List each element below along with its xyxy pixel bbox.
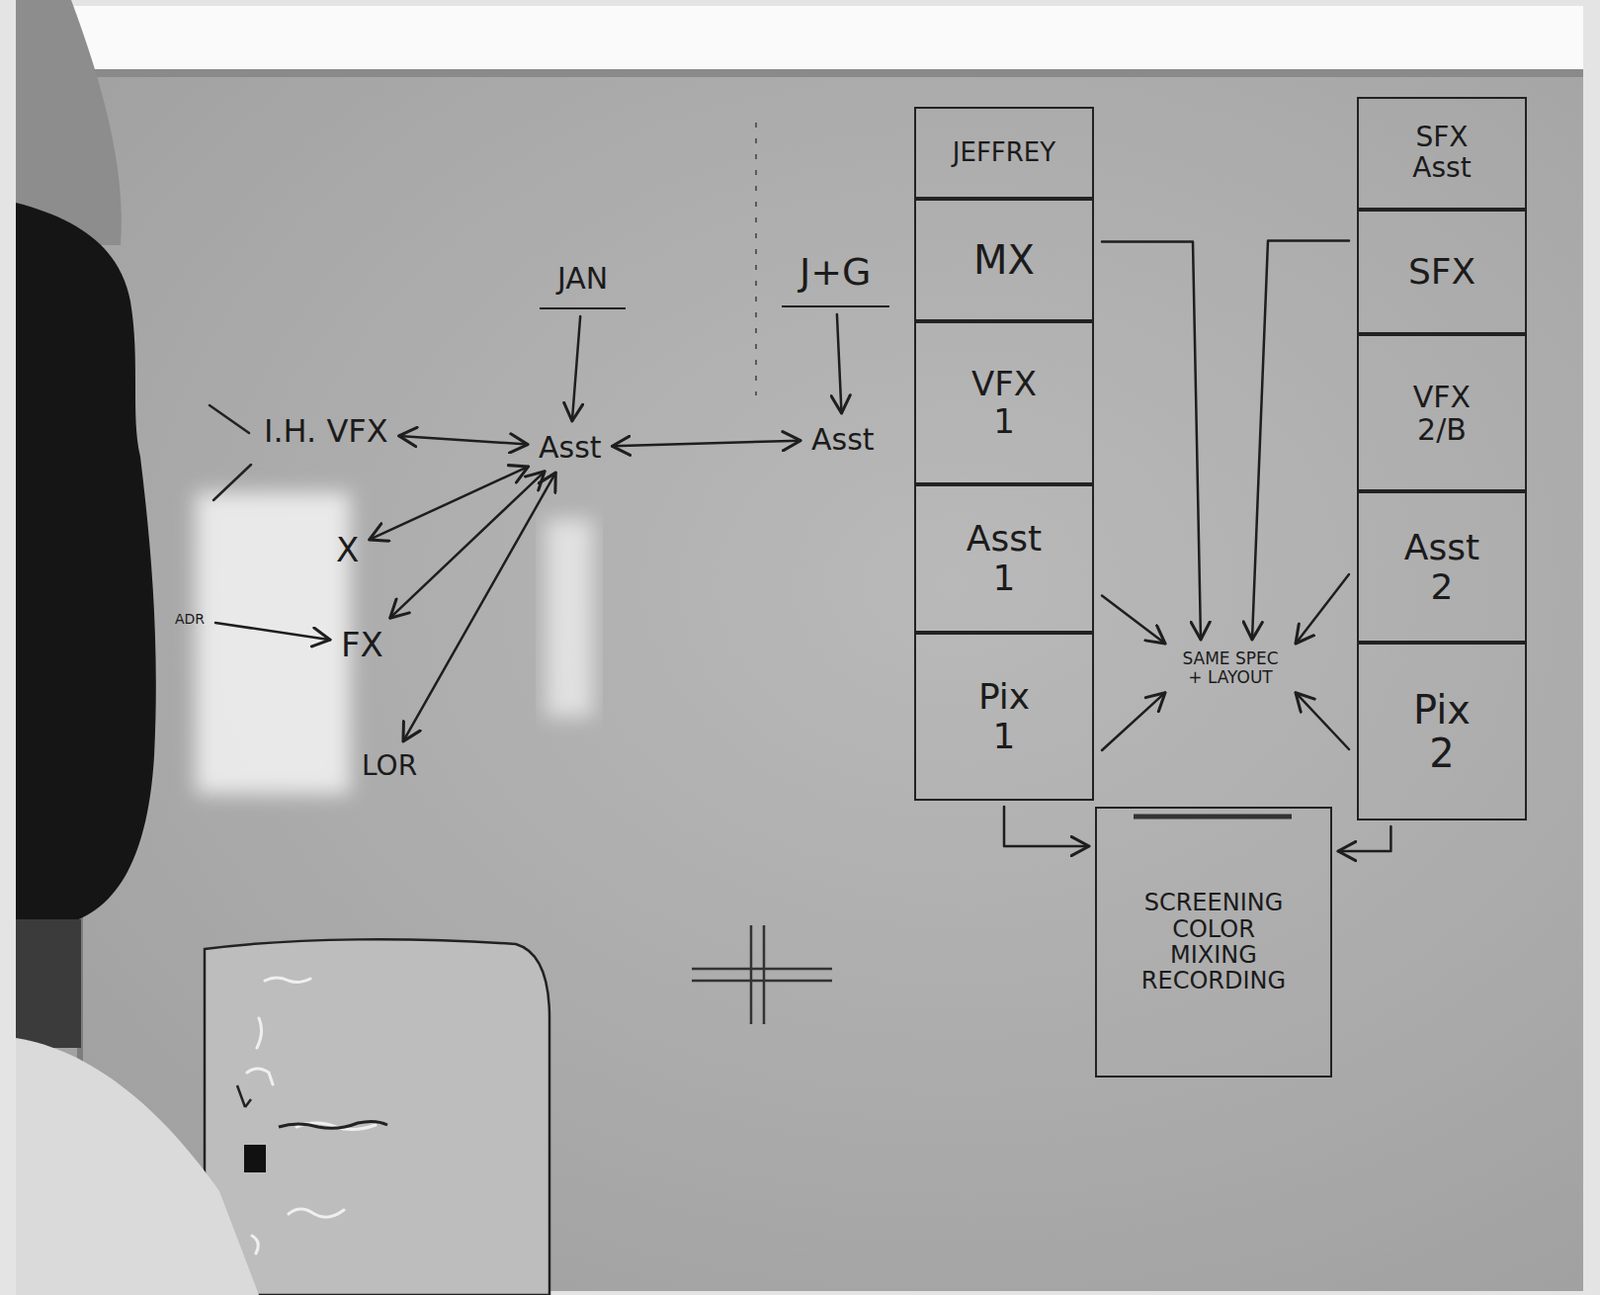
- process-box: Asst 2: [1356, 491, 1527, 643]
- connector-arrow: [403, 472, 556, 742]
- output-box: SCREENING COLOR MIXING RECORDING: [1094, 806, 1333, 1078]
- note-scribble: [278, 1120, 388, 1128]
- process-box: SFX Asst: [1356, 96, 1527, 210]
- connector-arrow: [1101, 595, 1166, 645]
- role-label: LOR: [357, 747, 422, 784]
- bracket-stroke: [209, 405, 252, 501]
- role-label: X: [332, 527, 363, 572]
- node-label: Asst 1: [966, 518, 1042, 597]
- node-label: I.H. VFX: [263, 414, 389, 449]
- node-label: SFX: [1408, 252, 1476, 292]
- role-label: J+G: [781, 250, 890, 308]
- role-label: Asst: [807, 420, 879, 459]
- role-label: Asst: [534, 427, 606, 467]
- rule-line: [1133, 814, 1292, 820]
- node-label: ADR: [174, 611, 205, 627]
- node-label: SCREENING COLOR MIXING RECORDING: [1141, 889, 1286, 995]
- process-box: SFX: [1356, 209, 1527, 335]
- connector-arrow: [572, 316, 581, 422]
- process-box: Pix 1: [914, 632, 1095, 801]
- window-glare: [545, 518, 593, 717]
- node-label: MX: [973, 238, 1035, 282]
- connector-arrow: [1295, 692, 1349, 750]
- role-label: I.H. VFX: [259, 410, 393, 452]
- node-label: Asst 2: [1404, 527, 1480, 606]
- connector-arrow: [1252, 241, 1349, 641]
- node-label: X: [336, 531, 359, 569]
- connector-arrow: [1338, 826, 1391, 851]
- node-label: J+G: [799, 252, 872, 294]
- connector-arrow: [399, 435, 528, 445]
- board-frame: [15, 69, 1584, 78]
- node-label: LOR: [361, 751, 418, 782]
- node-label: SAME SPEC + LAYOUT: [1175, 649, 1286, 686]
- process-box: Pix 2: [1356, 642, 1527, 821]
- role-label: JAN: [539, 260, 626, 310]
- person-shirt: [15, 1037, 259, 1295]
- node-label: VFX 2/B: [1413, 380, 1471, 446]
- node-label: Asst: [538, 430, 602, 464]
- connector-arrow: [369, 466, 529, 540]
- note-card: [204, 938, 550, 1295]
- window-glare: [195, 492, 350, 794]
- node-label: FX: [340, 626, 384, 664]
- node-label: Pix 1: [978, 676, 1030, 756]
- note-text: SAME SPEC + LAYOUT: [1171, 647, 1290, 689]
- person-shadow: [15, 919, 82, 1048]
- connector-arrow: [390, 471, 545, 618]
- node-label: SFX Asst: [1412, 122, 1471, 184]
- person-beard: [15, 202, 157, 926]
- node-label: JEFFREY: [952, 138, 1056, 168]
- note-scribble: [237, 1085, 252, 1107]
- connector-arrow: [215, 622, 331, 640]
- cross-symbol: [691, 925, 833, 1024]
- divider-line: [755, 122, 758, 396]
- node-label: JAN: [557, 261, 608, 295]
- node-label: Asst: [811, 422, 875, 456]
- connector-arrow: [837, 314, 843, 414]
- wall-strip: [15, 5, 1584, 72]
- process-box: JEFFREY: [914, 106, 1095, 199]
- process-box: Asst 1: [914, 484, 1095, 633]
- role-label: ADR: [170, 608, 209, 629]
- node-label: VFX 1: [971, 365, 1037, 440]
- connector-arrow: [1295, 574, 1349, 644]
- connector-arrow: [1004, 806, 1090, 846]
- note-scribble: [247, 977, 376, 1254]
- connector-arrow: [612, 440, 802, 447]
- process-box: MX: [914, 198, 1095, 322]
- node-label: Pix 2: [1413, 687, 1471, 775]
- connector-arrow: [1101, 692, 1166, 751]
- connector-arrow: [1101, 241, 1201, 640]
- process-box: VFX 1: [914, 321, 1095, 485]
- role-label: FX: [336, 622, 388, 667]
- note-mark: [244, 1144, 266, 1173]
- process-box: VFX 2/B: [1356, 334, 1527, 492]
